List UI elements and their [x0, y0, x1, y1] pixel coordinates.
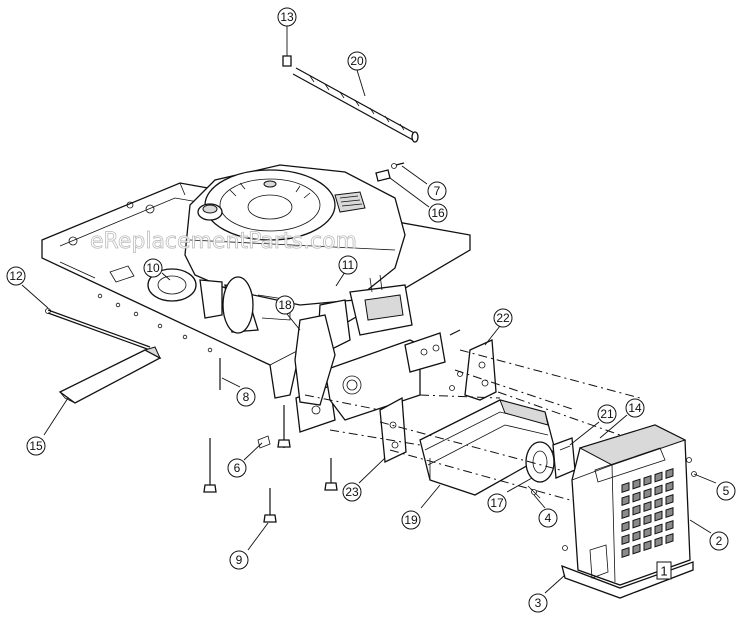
alignment-lines [304, 349, 641, 501]
grille-slot [665, 507, 674, 518]
callout-16: 16 [428, 203, 448, 223]
grille-slot [632, 491, 641, 503]
grille-slot [632, 504, 641, 516]
grille-slot [632, 543, 641, 555]
screws-4-5 [527, 457, 697, 551]
callout-9: 9 [229, 550, 249, 570]
hardware-7-16 [375, 162, 405, 182]
tie-rod [45, 308, 151, 351]
grille-slot [654, 497, 663, 509]
svg-text:4: 4 [545, 511, 552, 525]
grille-slot [654, 523, 663, 535]
callout-7: 7 [427, 181, 447, 201]
callout-5: 5 [716, 481, 736, 501]
grille-slot [621, 508, 630, 519]
bolts [203, 329, 463, 523]
watermark: eReplacementParts.com [90, 229, 357, 254]
svg-text:1: 1 [660, 564, 667, 579]
callout-3: 3 [528, 593, 548, 613]
grille-slot [665, 494, 674, 505]
svg-text:10: 10 [146, 261, 160, 275]
grille-slot [665, 520, 674, 531]
callout-22: 22 [493, 308, 513, 328]
exhaust-flange [525, 437, 576, 483]
svg-text:19: 19 [404, 513, 418, 527]
grille-slot [643, 514, 652, 525]
engine [184, 164, 413, 406]
grille-slot [654, 471, 663, 483]
callout-12: 12 [6, 266, 26, 286]
grille-slot [654, 510, 663, 522]
grille-slot [643, 475, 652, 486]
svg-text:9: 9 [236, 553, 243, 567]
grille-slot [632, 517, 641, 529]
grille-slot [654, 484, 663, 496]
callout-20: 20 [347, 51, 367, 71]
drive-rod [282, 55, 419, 143]
svg-text:18: 18 [278, 298, 292, 312]
grille-slot [665, 481, 674, 492]
svg-text:11: 11 [342, 258, 355, 272]
grille-slot [665, 468, 674, 479]
deck-plate [147, 268, 197, 302]
callout-19: 19 [401, 510, 421, 530]
bracket-22 [464, 339, 497, 401]
svg-text:15: 15 [29, 439, 43, 453]
callout-6: 6 [227, 458, 247, 478]
callout-15: 15 [26, 436, 46, 456]
grille-slot [621, 521, 630, 532]
grille-slot [621, 495, 630, 506]
callout-23: 23 [342, 482, 362, 502]
svg-text:23: 23 [345, 485, 359, 499]
svg-text:3: 3 [535, 596, 542, 610]
heat-shield [58, 346, 162, 404]
leader-lines [21, 25, 717, 594]
grille-slot [643, 527, 652, 538]
grille-slot [632, 530, 641, 542]
svg-text:12: 12 [9, 269, 23, 283]
callout-17: 17 [487, 493, 507, 513]
grille-slot [621, 534, 630, 545]
callout-8: 8 [236, 387, 256, 407]
svg-text:20: 20 [350, 54, 364, 68]
svg-text:13: 13 [280, 10, 294, 24]
svg-text:17: 17 [490, 496, 504, 510]
grille-slot [632, 478, 641, 490]
grille-slots [621, 468, 674, 558]
lower-panel [561, 544, 694, 599]
grille-slot [643, 488, 652, 499]
svg-text:6: 6 [234, 461, 241, 475]
grille-slot [665, 533, 674, 544]
callout-10: 10 [143, 258, 163, 278]
callout-4: 4 [538, 508, 558, 528]
grille-slot [621, 547, 630, 558]
ref-box: 1 [656, 561, 672, 580]
callout-18: 18 [275, 295, 295, 315]
callout-2: 2 [709, 531, 729, 551]
callout-13: 13 [277, 7, 297, 27]
svg-text:2: 2 [716, 534, 723, 548]
svg-text:7: 7 [434, 184, 441, 198]
grille-slot [654, 536, 663, 548]
svg-text:22: 22 [496, 311, 510, 325]
bracket-23 [379, 396, 407, 463]
svg-text:5: 5 [723, 484, 730, 498]
svg-text:21: 21 [600, 407, 614, 421]
svg-text:14: 14 [628, 401, 642, 415]
grille-slot [643, 540, 652, 551]
callout-14: 14 [625, 398, 645, 418]
svg-text:16: 16 [431, 206, 445, 220]
callout-11: 11 [338, 255, 358, 275]
grille-cover [571, 424, 691, 586]
svg-text:8: 8 [243, 390, 250, 404]
muffler [419, 399, 556, 496]
callout-21: 21 [597, 404, 617, 424]
grille-slot [643, 501, 652, 512]
grille-slot [621, 482, 630, 493]
